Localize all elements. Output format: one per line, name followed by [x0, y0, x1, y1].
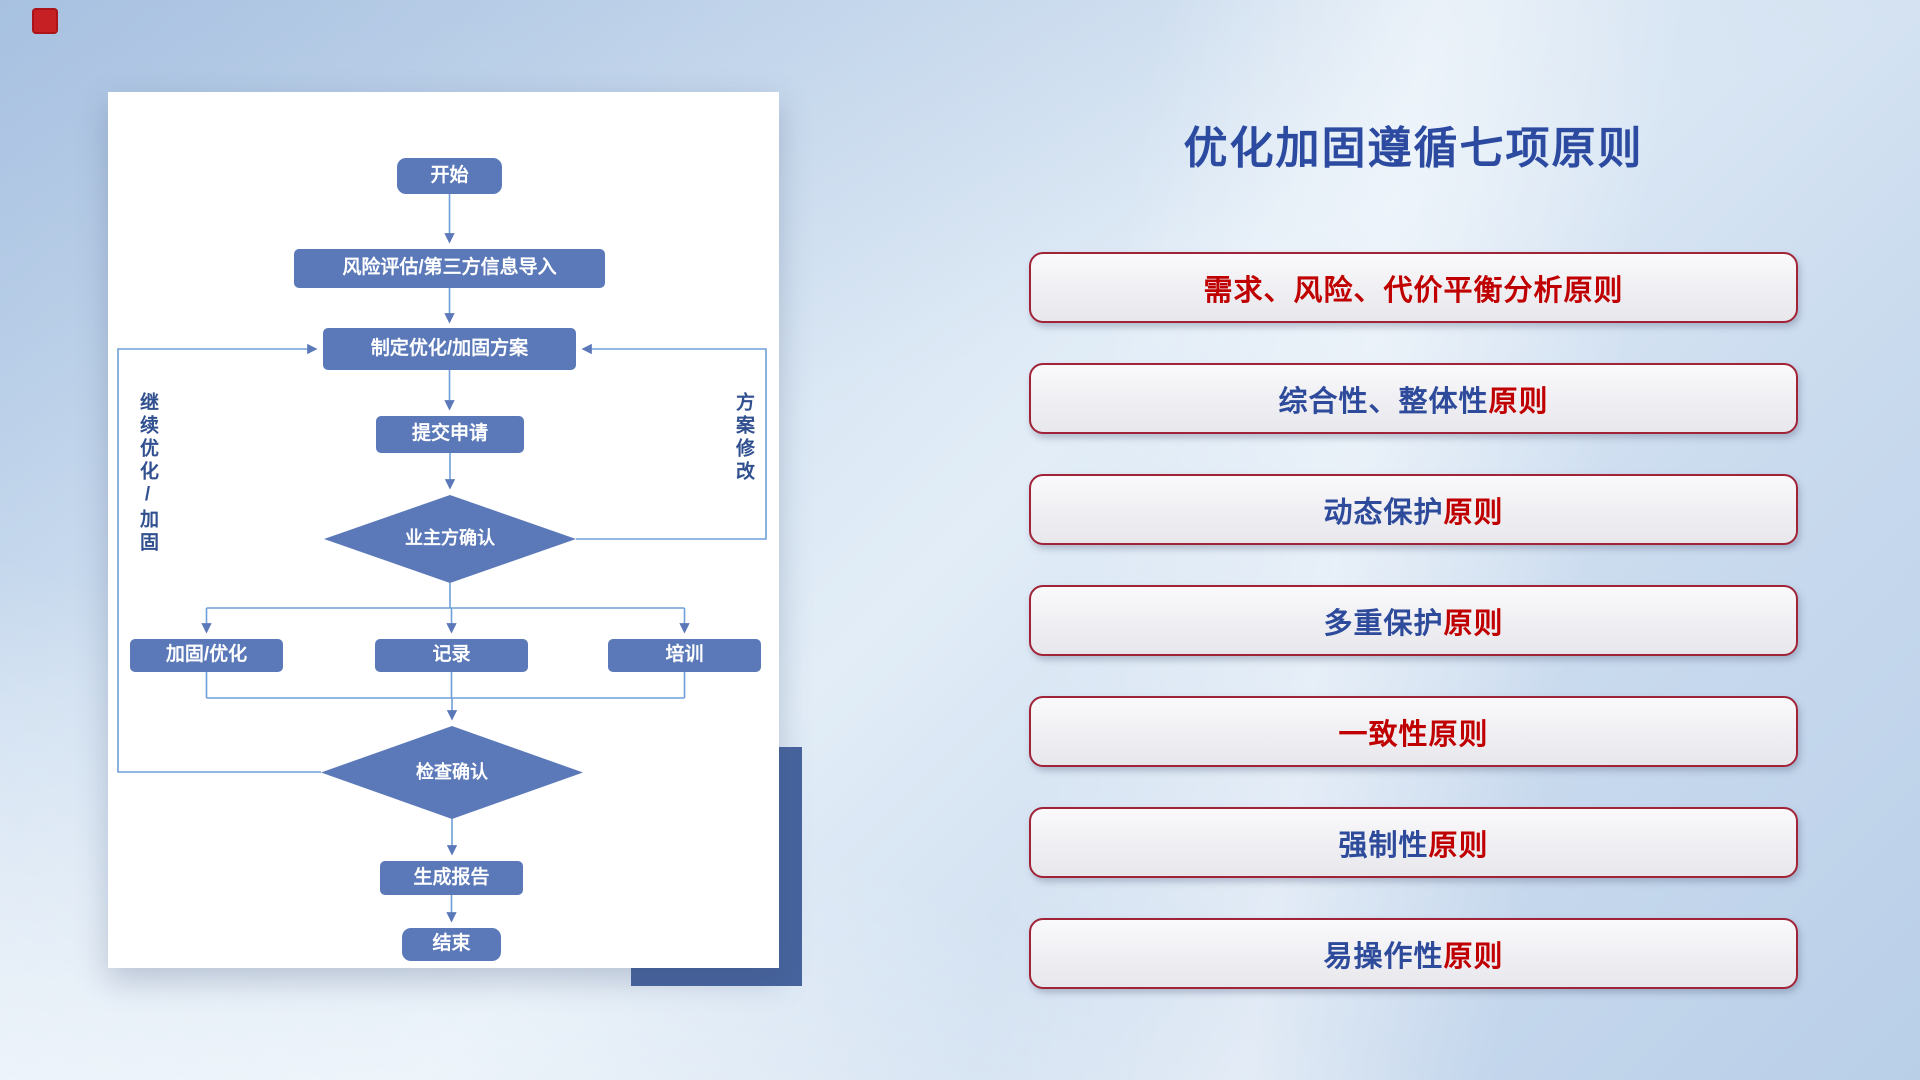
flow-node-risk-import: 风险评估/第三方信息导入 [294, 249, 605, 288]
loop-label-continue-optimize: 继续优化/加固 [137, 392, 158, 555]
principle-pill: 多重保护原则 [1029, 585, 1798, 656]
principles-panel: 优化加固遵循七项原则 需求、风险、代价平衡分析原则综合性、整体性原则动态保护原则… [1029, 112, 1798, 1029]
principle-pill: 动态保护原则 [1029, 474, 1798, 545]
flowchart-card: 开始 风险评估/第三方信息导入 制定优化/加固方案 提交申请 业主方确认 加固/… [108, 92, 779, 968]
principle-text: 一致性原则 [1338, 718, 1489, 751]
principle-text: 原则 [1443, 496, 1504, 529]
principle-text: 原则 [1428, 829, 1489, 862]
corner-logo-badge [32, 8, 58, 34]
connector-lines [117, 194, 767, 923]
flow-node-training: 培训 [608, 639, 761, 672]
principle-text: 原则 [1443, 940, 1504, 973]
principle-text: 综合性、整体性 [1278, 385, 1489, 418]
principle-text: 动态保护 [1323, 496, 1444, 529]
principle-text: 原则 [1488, 385, 1549, 418]
loop-label-plan-modify: 方案修改 [733, 392, 754, 484]
principle-pill: 需求、风险、代价平衡分析原则 [1029, 252, 1798, 323]
principle-text: 强制性 [1338, 829, 1429, 862]
principle-text: 多重保护 [1323, 607, 1444, 640]
principle-pill: 易操作性原则 [1029, 918, 1798, 989]
principle-text: 易操作性 [1323, 940, 1444, 973]
flow-node-submit-request: 提交申请 [376, 416, 524, 453]
flow-node-make-plan: 制定优化/加固方案 [323, 328, 576, 370]
principle-pill: 一致性原则 [1029, 696, 1798, 767]
principle-pill: 强制性原则 [1029, 807, 1798, 878]
flowchart-connectors [117, 194, 767, 923]
flow-node-generate-report: 生成报告 [380, 861, 523, 895]
flow-node-end: 结束 [402, 928, 501, 961]
principles-list: 需求、风险、代价平衡分析原则综合性、整体性原则动态保护原则多重保护原则一致性原则… [1029, 252, 1798, 989]
principle-text: 原则 [1443, 607, 1504, 640]
principle-pill: 综合性、整体性原则 [1029, 363, 1798, 434]
principles-title: 优化加固遵循七项原则 [1183, 124, 1644, 173]
flow-node-record: 记录 [375, 639, 528, 672]
flow-node-reinforce-optimize: 加固/优化 [130, 639, 283, 672]
principle-text: 需求、风险、代价平衡分析原则 [1203, 274, 1624, 307]
flow-node-start: 开始 [397, 158, 502, 194]
